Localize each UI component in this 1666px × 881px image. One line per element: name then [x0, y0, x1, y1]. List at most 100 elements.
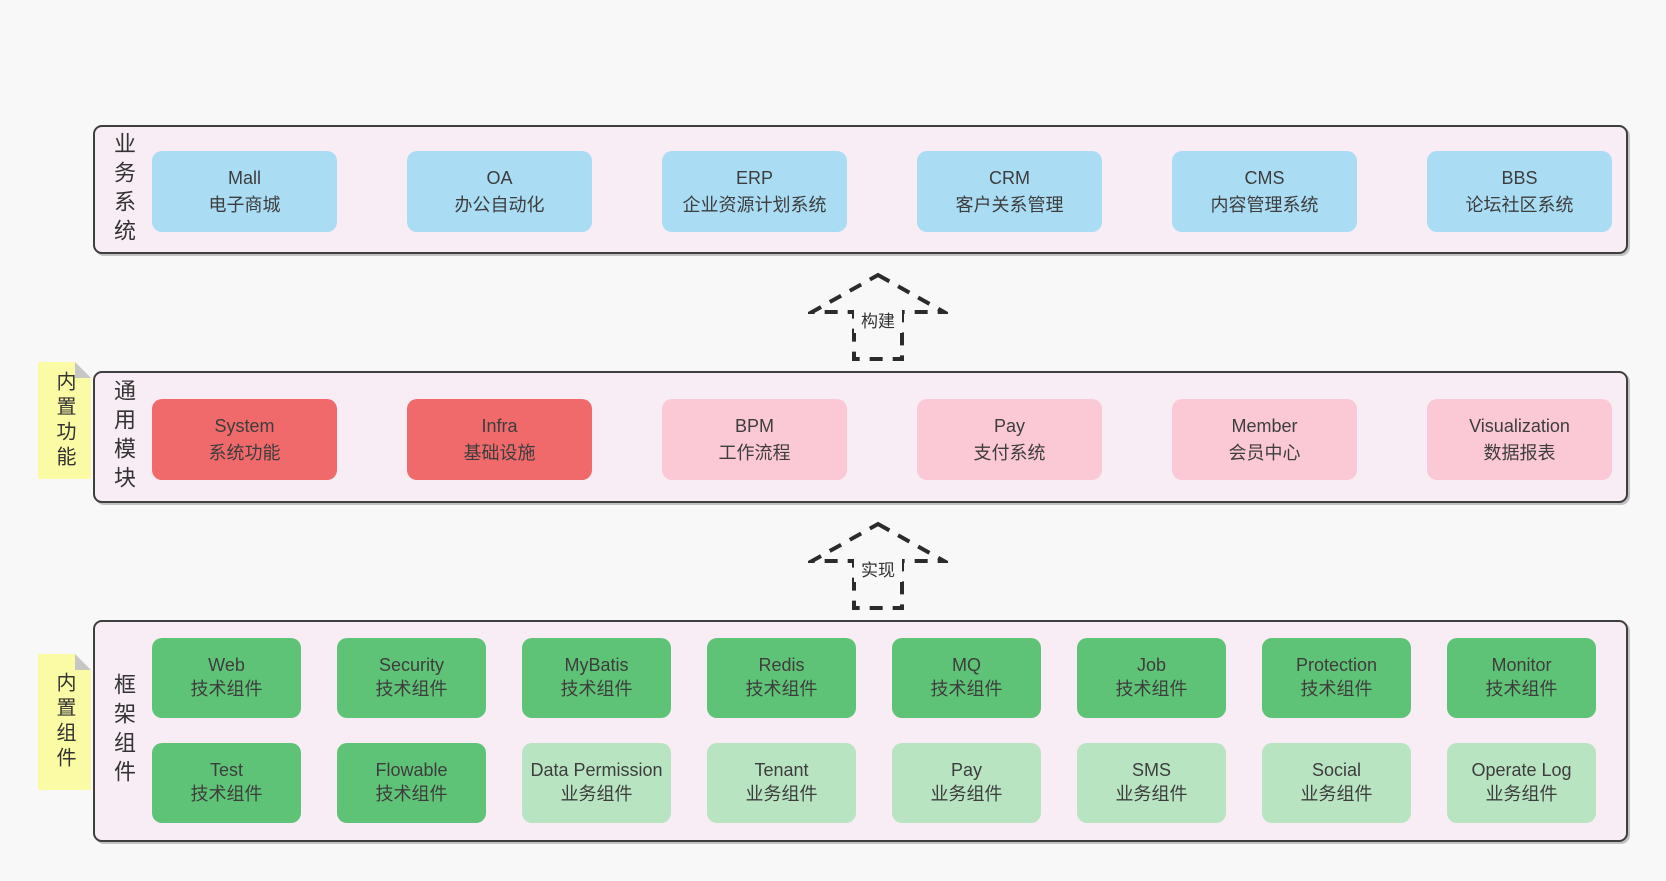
- box-subtitle: 基础设施: [463, 442, 536, 463]
- box-subtitle: 技术组件: [1300, 679, 1373, 699]
- box-mall: Mall 电子商城: [152, 151, 337, 232]
- box-subtitle: 技术组件: [930, 679, 1003, 699]
- box-subtitle: 业务组件: [560, 784, 633, 804]
- box-title: Monitor: [1491, 655, 1552, 676]
- module-boxes-row: System 系统功能 Infra 基础设施 BPM 工作流程 Pay 支付系统…: [152, 399, 1612, 480]
- box-title: ERP: [735, 168, 773, 189]
- box-title: Protection: [1295, 655, 1378, 676]
- box-system: System 系统功能: [152, 399, 337, 480]
- box-flowable: Flowable 技术组件: [337, 743, 486, 823]
- box-title: MyBatis: [564, 655, 629, 676]
- box-member: Member 会员中心: [1172, 399, 1357, 480]
- box-subtitle: 企业资源计划系统: [682, 194, 827, 215]
- business-layer-label: 业务系统: [111, 131, 136, 248]
- box-subtitle: 内容管理系统: [1210, 194, 1319, 215]
- box-protection: Protection 技术组件: [1262, 638, 1411, 718]
- box-sms: SMS 业务组件: [1077, 743, 1226, 823]
- box-title: Pay: [950, 760, 983, 781]
- box-web: Web 技术组件: [152, 638, 301, 718]
- box-subtitle: 会员中心: [1228, 442, 1301, 463]
- box-mybatis: MyBatis 技术组件: [522, 638, 671, 718]
- built-in-components-note: 内置组件: [38, 654, 91, 790]
- box-subtitle: 电子商城: [208, 194, 281, 215]
- box-subtitle: 技术组件: [190, 784, 263, 804]
- box-test: Test 技术组件: [152, 743, 301, 823]
- box-title: Flowable: [375, 760, 448, 781]
- box-title: Job: [1136, 655, 1167, 676]
- box-title: Infra: [481, 416, 518, 437]
- box-operate-log: Operate Log 业务组件: [1447, 743, 1596, 823]
- box-title: OA: [486, 168, 513, 189]
- box-subtitle: 技术组件: [745, 679, 818, 699]
- box-subtitle: 业务组件: [1300, 784, 1373, 804]
- box-title: Member: [1231, 416, 1298, 437]
- component-boxes-row-2: Test 技术组件 Flowable 技术组件 Data Permission …: [152, 743, 1596, 823]
- implement-arrow-label: 实现: [854, 555, 902, 582]
- box-job: Job 技术组件: [1077, 638, 1226, 718]
- framework-components-layer: 框架组件 Web 技术组件 Security 技术组件 MyBatis 技术组件…: [93, 620, 1628, 842]
- box-title: MQ: [952, 655, 981, 676]
- built-in-features-note: 内置功能: [38, 362, 91, 479]
- box-title: Operate Log: [1471, 760, 1572, 781]
- box-subtitle: 技术组件: [560, 679, 633, 699]
- note-text: 内置组件: [53, 672, 75, 772]
- box-subtitle: 论坛社区系统: [1465, 194, 1574, 215]
- box-subtitle: 支付系统: [973, 442, 1046, 463]
- box-subtitle: 技术组件: [375, 679, 448, 699]
- box-title: BPM: [734, 416, 774, 437]
- box-title: Data Permission: [530, 760, 663, 781]
- box-pay: Pay 支付系统: [917, 399, 1102, 480]
- box-title: Redis: [758, 655, 805, 676]
- common-modules-layer: 通用模块 System 系统功能 Infra 基础设施 BPM 工作流程 Pay…: [93, 371, 1628, 503]
- box-subtitle: 系统功能: [208, 442, 281, 463]
- box-title: CMS: [1244, 168, 1285, 189]
- box-security: Security 技术组件: [337, 638, 486, 718]
- box-bpm: BPM 工作流程: [662, 399, 847, 480]
- box-title: Pay: [993, 416, 1026, 437]
- box-title: Tenant: [754, 760, 809, 781]
- box-social: Social 业务组件: [1262, 743, 1411, 823]
- box-subtitle: 技术组件: [190, 679, 263, 699]
- box-title: Test: [209, 760, 243, 781]
- box-visualization: Visualization 数据报表: [1427, 399, 1612, 480]
- box-title: System: [214, 416, 275, 437]
- box-title: Web: [208, 655, 245, 676]
- build-arrow-label: 构建: [854, 306, 902, 333]
- module-layer-label: 通用模块: [111, 379, 136, 495]
- box-subtitle: 业务组件: [1115, 784, 1188, 804]
- box-subtitle: 业务组件: [930, 784, 1003, 804]
- box-title: Security: [378, 655, 445, 676]
- box-infra: Infra 基础设施: [407, 399, 592, 480]
- box-title: BBS: [1501, 168, 1538, 189]
- box-oa: OA 办公自动化: [407, 151, 592, 232]
- box-subtitle: 工作流程: [718, 442, 791, 463]
- box-subtitle: 办公自动化: [454, 194, 545, 215]
- box-crm: CRM 客户关系管理: [917, 151, 1102, 232]
- box-subtitle: 技术组件: [375, 784, 448, 804]
- box-subtitle: 客户关系管理: [955, 194, 1064, 215]
- box-subtitle: 业务组件: [1485, 784, 1558, 804]
- box-title: SMS: [1131, 760, 1171, 781]
- box-monitor: Monitor 技术组件: [1447, 638, 1596, 718]
- box-cms: CMS 内容管理系统: [1172, 151, 1357, 232]
- box-subtitle: 技术组件: [1115, 679, 1188, 699]
- box-mq: MQ 技术组件: [892, 638, 1041, 718]
- box-subtitle: 技术组件: [1485, 679, 1558, 699]
- component-boxes-row-1: Web 技术组件 Security 技术组件 MyBatis 技术组件 Redi…: [152, 638, 1596, 718]
- box-subtitle: 业务组件: [745, 784, 818, 804]
- box-erp: ERP 企业资源计划系统: [662, 151, 847, 232]
- box-data-permission: Data Permission 业务组件: [522, 743, 671, 823]
- box-redis: Redis 技术组件: [707, 638, 856, 718]
- note-text: 内置功能: [53, 370, 75, 471]
- box-tenant: Tenant 业务组件: [707, 743, 856, 823]
- box-title: Social: [1311, 760, 1362, 781]
- box-bbs: BBS 论坛社区系统: [1427, 151, 1612, 232]
- box-title: Mall: [227, 168, 261, 189]
- business-boxes-row: Mall 电子商城 OA 办公自动化 ERP 企业资源计划系统 CRM 客户关系…: [152, 151, 1612, 232]
- box-pay-biz: Pay 业务组件: [892, 743, 1041, 823]
- business-systems-layer: 业务系统 Mall 电子商城 OA 办公自动化 ERP 企业资源计划系统 CRM…: [93, 125, 1628, 254]
- box-title: Visualization: [1469, 416, 1570, 437]
- box-subtitle: 数据报表: [1483, 442, 1556, 463]
- box-title: CRM: [989, 168, 1030, 189]
